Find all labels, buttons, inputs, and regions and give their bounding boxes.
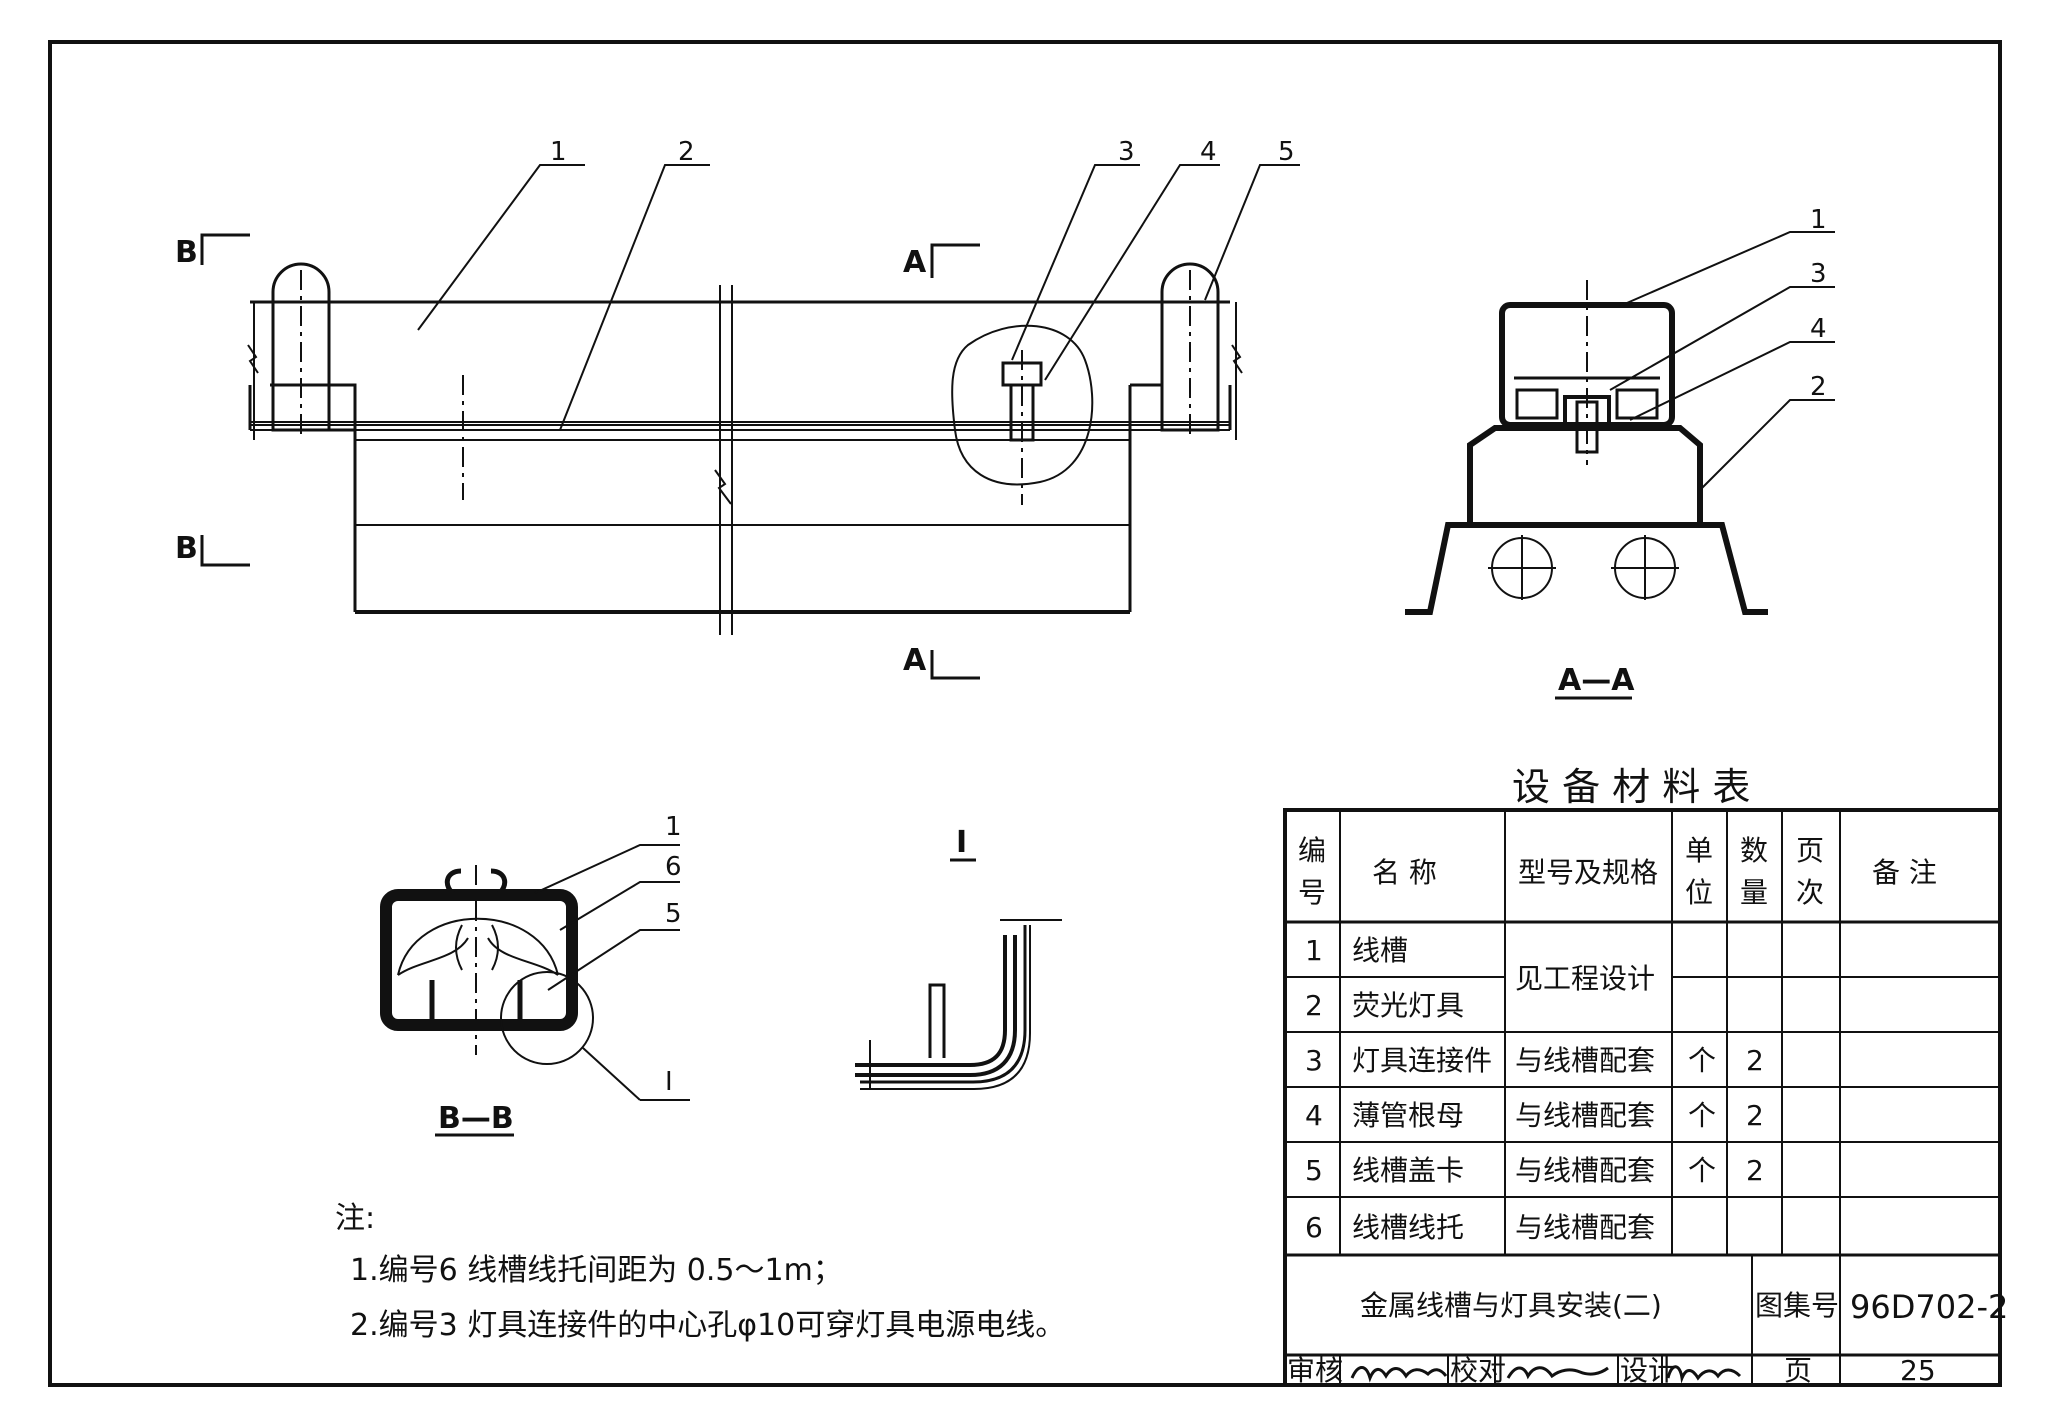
section-aa-labels: 1 3 4 2 A—A bbox=[1558, 205, 1827, 698]
row3-name: 灯具连接件 bbox=[1352, 1044, 1492, 1077]
bb-detail-ref: I bbox=[665, 1067, 673, 1097]
hdr-remark: 备 注 bbox=[1872, 856, 1937, 889]
signature-reviewer bbox=[1350, 1366, 1448, 1383]
hdr-no-1: 编 bbox=[1298, 834, 1326, 867]
section-aa bbox=[1405, 231, 1835, 700]
detail-i bbox=[855, 858, 1062, 1090]
row6-name: 线槽线托 bbox=[1352, 1211, 1464, 1244]
row3-model: 与线槽配套 bbox=[1515, 1044, 1655, 1077]
hdr-page-1: 页 bbox=[1796, 834, 1824, 867]
row1-name: 线槽 bbox=[1352, 934, 1408, 967]
section-mark-a-bottom: A bbox=[903, 643, 927, 678]
page-label: 页 bbox=[1784, 1354, 1812, 1387]
callout-1: 1 bbox=[550, 137, 567, 167]
section-mark-b-bottom: B bbox=[175, 531, 198, 566]
bb-callout-6: 6 bbox=[665, 852, 682, 882]
signature-checker bbox=[1506, 1366, 1609, 1380]
aa-callout-4: 4 bbox=[1810, 314, 1827, 344]
drawing-title: 金属线槽与灯具安装(二) bbox=[1360, 1289, 1662, 1322]
row5-qty: 2 bbox=[1746, 1154, 1764, 1187]
row6-model: 与线槽配套 bbox=[1515, 1211, 1655, 1244]
aa-callout-3: 3 bbox=[1810, 259, 1827, 289]
bb-callout-1: 1 bbox=[665, 812, 682, 842]
section-bb-labels: 1 6 5 I B—B bbox=[438, 812, 682, 1136]
note-item-1: 1.编号6 线槽线托间距为 0.5～1m； bbox=[350, 1253, 843, 1288]
hdr-unit-2: 位 bbox=[1685, 876, 1713, 909]
section-bb bbox=[380, 844, 690, 1137]
row4-name: 薄管根母 bbox=[1352, 1099, 1464, 1132]
callout-2: 2 bbox=[678, 137, 695, 167]
hdr-qty-1: 数 bbox=[1740, 834, 1768, 867]
main-view-labels: 1 2 3 4 5 B B A A bbox=[175, 137, 1295, 678]
row4-no: 4 bbox=[1305, 1099, 1323, 1132]
row2-name: 荧光灯具 bbox=[1352, 989, 1464, 1022]
bb-callout-5: 5 bbox=[665, 899, 682, 929]
aa-callout-1: 1 bbox=[1810, 205, 1827, 235]
row2-no: 2 bbox=[1305, 989, 1323, 1022]
notes: 注: 1.编号6 线槽线托间距为 0.5～1m； 2.编号3 灯具连接件的中心孔… bbox=[335, 1201, 1065, 1343]
table-title: 设 备 材 料 表 bbox=[1512, 765, 1750, 809]
notes-heading: 注: bbox=[335, 1201, 375, 1236]
signature-designer bbox=[1666, 1365, 1742, 1384]
row6-no: 6 bbox=[1305, 1211, 1323, 1244]
page-number: 25 bbox=[1900, 1354, 1936, 1387]
title-block: 金属线槽与灯具安装(二) 图集号 96D702-2 审核 校对 设计 页 25 bbox=[1287, 1288, 2008, 1387]
hdr-page-2: 次 bbox=[1796, 876, 1824, 909]
section-mark-b-top: B bbox=[175, 235, 198, 270]
table-header: 编 号 名 称 型号及规格 单 位 数 量 页 次 备 注 bbox=[1298, 834, 1937, 909]
hdr-model: 型号及规格 bbox=[1518, 856, 1658, 889]
section-aa-title: A—A bbox=[1558, 663, 1635, 698]
check-label: 校对 bbox=[1450, 1354, 1506, 1387]
note-item-2: 2.编号3 灯具连接件的中心孔φ10可穿灯具电源电线。 bbox=[350, 1308, 1065, 1343]
main-view bbox=[200, 164, 1300, 680]
row4-unit: 个 bbox=[1688, 1099, 1716, 1132]
detail-i-title: I bbox=[956, 825, 967, 860]
aa-callout-2: 2 bbox=[1810, 372, 1827, 402]
row1-no: 1 bbox=[1305, 934, 1323, 967]
atlas-label: 图集号 bbox=[1755, 1289, 1839, 1322]
table-body: 1 线槽 2 荧光灯具 见工程设计 3 灯具连接件 与线槽配套 个 2 4 薄管… bbox=[1305, 934, 1764, 1244]
hdr-qty-2: 量 bbox=[1740, 876, 1768, 909]
review-label: 审核 bbox=[1287, 1354, 1343, 1387]
material-table-grid bbox=[1283, 808, 2002, 1387]
hdr-no-2: 号 bbox=[1298, 876, 1326, 909]
callout-3: 3 bbox=[1118, 137, 1135, 167]
section-mark-a-top: A bbox=[903, 245, 927, 280]
row4-qty: 2 bbox=[1746, 1099, 1764, 1132]
section-bb-title: B—B bbox=[438, 1101, 514, 1136]
design-label: 设计 bbox=[1620, 1354, 1676, 1387]
row12-model: 见工程设计 bbox=[1515, 962, 1655, 995]
hdr-unit-1: 单 bbox=[1685, 834, 1713, 867]
row4-model: 与线槽配套 bbox=[1515, 1099, 1655, 1132]
row5-name: 线槽盖卡 bbox=[1352, 1154, 1464, 1187]
sheet-border bbox=[48, 40, 2002, 1387]
atlas-number: 96D702-2 bbox=[1850, 1288, 2008, 1326]
row5-unit: 个 bbox=[1688, 1154, 1716, 1187]
row5-model: 与线槽配套 bbox=[1515, 1154, 1655, 1187]
row5-no: 5 bbox=[1305, 1154, 1323, 1187]
callout-5: 5 bbox=[1278, 137, 1295, 167]
callout-4: 4 bbox=[1200, 137, 1217, 167]
row3-unit: 个 bbox=[1688, 1044, 1716, 1077]
hdr-name: 名 称 bbox=[1372, 856, 1437, 889]
row3-qty: 2 bbox=[1746, 1044, 1764, 1077]
row3-no: 3 bbox=[1305, 1044, 1323, 1077]
